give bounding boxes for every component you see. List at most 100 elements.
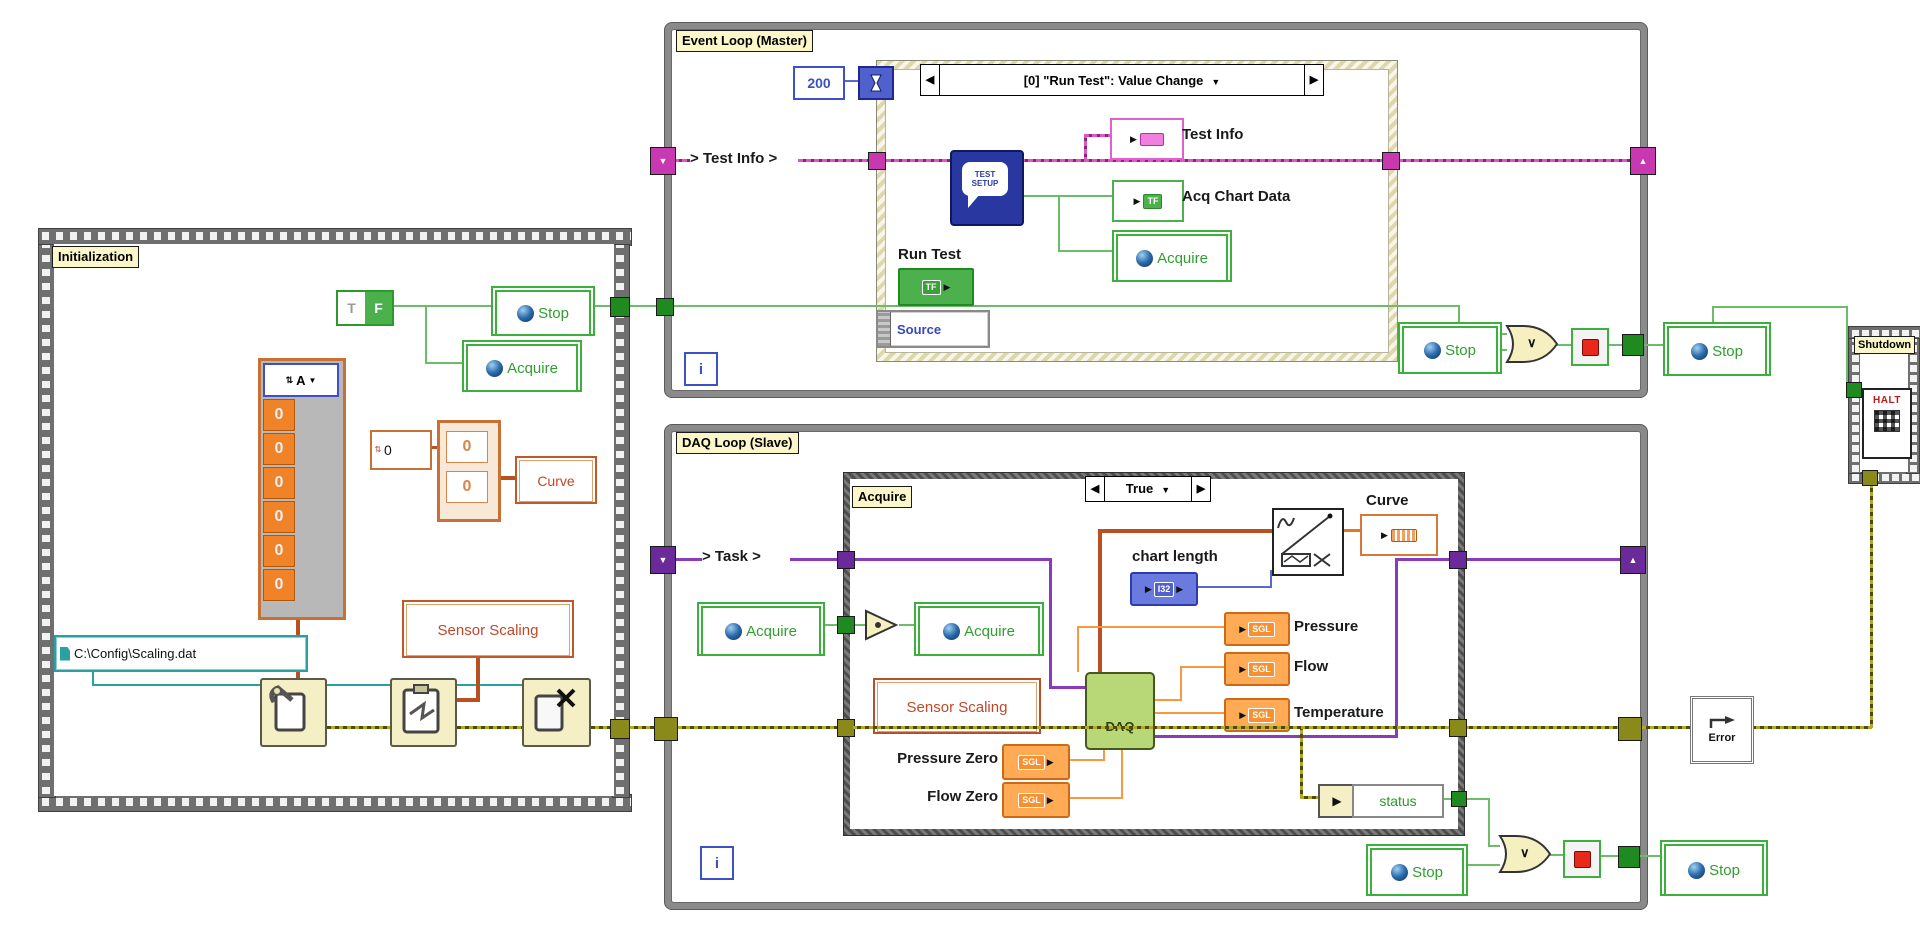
stop-global-variable[interactable]: Stop xyxy=(491,286,595,336)
acq-chart-data-indicator[interactable]: ▶TF xyxy=(1112,180,1184,222)
numeric-constant[interactable]: ⇅ 0 xyxy=(370,430,432,470)
loop-condition-terminal[interactable] xyxy=(1563,840,1601,878)
shutdown-label[interactable]: Shutdown xyxy=(1854,336,1916,354)
stop-global-variable-write[interactable]: Stop xyxy=(1663,322,1771,376)
tunnel[interactable] xyxy=(610,297,630,317)
test-info-branch xyxy=(1084,134,1110,137)
run-test-terminal[interactable]: TF▶ xyxy=(898,268,974,306)
chart-buffer-vi-icon[interactable] xyxy=(1272,508,1344,576)
test-info-indicator[interactable]: ▶ xyxy=(1110,118,1184,160)
buffer-gate[interactable] xyxy=(863,609,899,641)
timeout-constant[interactable]: 200 xyxy=(793,66,845,100)
stop-global-variable[interactable]: Stop xyxy=(1398,322,1502,374)
curve-cluster-constant[interactable]: 0 0 xyxy=(437,420,501,522)
case-selector[interactable]: ◀ True▼ ▶ xyxy=(1085,476,1211,502)
status-field[interactable]: status xyxy=(1352,784,1444,818)
or-gate[interactable]: ∨ xyxy=(1498,834,1552,874)
chart-length-terminal[interactable]: ▶I32▶ xyxy=(1130,572,1198,606)
scaling-array-constant[interactable]: ⇅ A ▼ 0 0 0 0 0 0 xyxy=(258,358,346,620)
flow-indicator[interactable]: ▶SGL xyxy=(1224,652,1290,686)
shutdown-halt-vi-icon[interactable]: HALT xyxy=(1862,388,1912,459)
sensor-scaling-local-variable[interactable]: Sensor Scaling xyxy=(873,678,1041,734)
array-element[interactable]: 0 xyxy=(263,399,295,431)
speech-bubble-tail xyxy=(968,194,980,208)
event-prev-arrow[interactable]: ◀ xyxy=(921,65,940,95)
error-handler-vi-icon[interactable]: Error xyxy=(1690,696,1754,764)
tunnel[interactable] xyxy=(656,298,674,316)
event-next-arrow[interactable]: ▶ xyxy=(1304,65,1323,95)
case-prev-arrow[interactable]: ◀ xyxy=(1086,477,1105,501)
false-constant[interactable]: T F xyxy=(336,290,394,326)
stop-global-variable-write[interactable]: Stop xyxy=(1660,840,1768,896)
loop-iteration-terminal[interactable]: i xyxy=(684,352,718,386)
shift-register-right[interactable]: ▲ xyxy=(1620,546,1646,574)
error-tunnel[interactable] xyxy=(1449,719,1467,737)
wire xyxy=(587,305,612,307)
initialization-label[interactable]: Initialization xyxy=(52,246,140,268)
tunnel[interactable] xyxy=(837,616,855,634)
acquire-global-variable[interactable]: Acquire xyxy=(697,602,825,656)
array-element[interactable]: 0 xyxy=(263,535,295,567)
error-tunnel[interactable] xyxy=(1862,470,1878,486)
event-dropdown-icon[interactable]: ▼ xyxy=(1211,76,1221,87)
tunnel[interactable] xyxy=(1382,152,1400,170)
case-dropdown-icon[interactable]: ▼ xyxy=(1161,484,1171,495)
sensor-scaling-local-variable[interactable]: Sensor Scaling xyxy=(402,600,574,658)
tunnel[interactable] xyxy=(1449,551,1467,569)
array-element[interactable]: 0 xyxy=(263,433,295,465)
loop-iteration-terminal[interactable]: i xyxy=(700,846,734,880)
task-wire-label: > Task > xyxy=(702,548,761,565)
flow-wire xyxy=(1180,666,1182,700)
error-wire xyxy=(453,726,522,729)
error-tunnel[interactable] xyxy=(654,717,678,741)
array-element[interactable]: 0 xyxy=(263,467,295,499)
error-tunnel[interactable] xyxy=(610,719,630,739)
flow-zero-terminal[interactable]: SGL▶ xyxy=(1002,782,1070,818)
cluster-element[interactable]: 0 xyxy=(446,471,488,503)
curve-local-variable[interactable]: ▶ xyxy=(1360,514,1438,556)
pressure-indicator[interactable]: ▶SGL xyxy=(1224,612,1290,646)
read-config-file-icon[interactable] xyxy=(390,678,457,747)
status-wire xyxy=(1465,798,1490,800)
tunnel[interactable] xyxy=(868,152,886,170)
acquire-case-label[interactable]: Acquire xyxy=(852,486,913,508)
open-config-file-icon[interactable] xyxy=(260,678,327,747)
daq-vi-icon[interactable]: DAQ xyxy=(1085,672,1155,750)
event-data-node[interactable]: Source xyxy=(876,310,990,348)
array-index-selector[interactable]: ⇅ A ▼ xyxy=(263,363,339,397)
shift-register-left[interactable]: ▼ xyxy=(650,147,676,175)
indicator-arrow: ▶ xyxy=(1133,196,1141,206)
event-timeout-terminal[interactable] xyxy=(858,66,894,100)
unbundle-status-node[interactable]: ▶ xyxy=(1318,784,1356,818)
array-element[interactable]: 0 xyxy=(263,501,295,533)
daq-loop-label[interactable]: DAQ Loop (Slave) xyxy=(676,432,799,454)
curve-local-variable[interactable]: Curve xyxy=(515,456,597,504)
tunnel[interactable] xyxy=(837,551,855,569)
event-loop-label[interactable]: Event Loop (Master) xyxy=(676,30,813,52)
stop-global-variable[interactable]: Stop xyxy=(1366,844,1468,896)
tunnel[interactable] xyxy=(1618,846,1640,868)
pressure-zero-terminal[interactable]: SGL▶ xyxy=(1002,744,1070,780)
cluster-element[interactable]: 0 xyxy=(446,431,488,463)
array-element[interactable]: 0 xyxy=(263,569,295,601)
event-case-selector[interactable]: ◀ [0] "Run Test": Value Change▼ ▶ xyxy=(920,64,1324,96)
tunnel[interactable] xyxy=(1451,791,1467,807)
acquire-local-variable[interactable]: Acquire xyxy=(914,602,1044,656)
wire xyxy=(1846,306,1848,390)
or-gate[interactable]: ∨ xyxy=(1505,324,1559,364)
path-wire xyxy=(92,668,94,686)
case-next-arrow[interactable]: ▶ xyxy=(1191,477,1210,501)
shift-register-left[interactable]: ▼ xyxy=(650,546,676,574)
path-constant[interactable]: C:\Config\Scaling.dat xyxy=(54,635,308,672)
wire xyxy=(853,624,865,626)
acquire-global-variable[interactable]: Acquire xyxy=(1112,230,1232,282)
tunnel[interactable] xyxy=(1846,382,1862,398)
increment-decrement[interactable]: ⇅ xyxy=(374,445,382,454)
shift-register-right[interactable]: ▲ xyxy=(1630,147,1656,175)
acquire-global-variable[interactable]: Acquire xyxy=(462,340,582,392)
error-tunnel[interactable] xyxy=(1618,717,1642,741)
tunnel[interactable] xyxy=(1622,334,1644,356)
close-config-file-icon[interactable] xyxy=(522,678,591,747)
loop-condition-terminal[interactable] xyxy=(1571,328,1609,366)
